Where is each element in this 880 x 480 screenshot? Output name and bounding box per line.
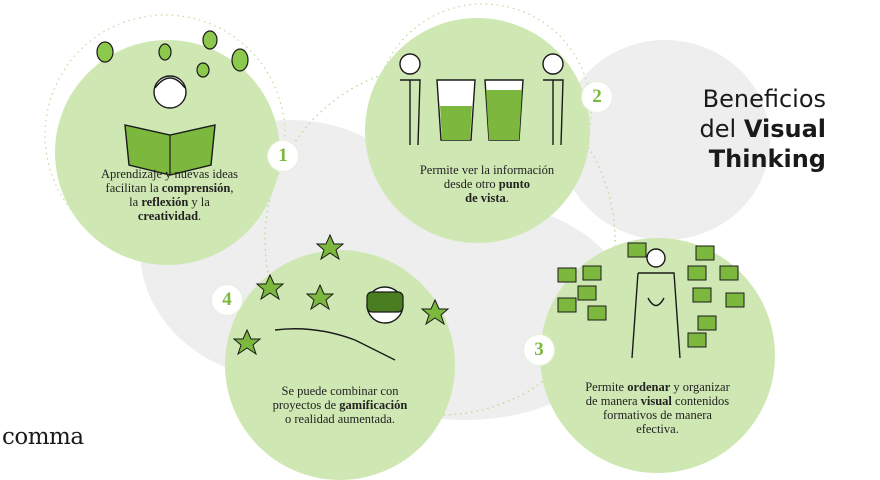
body-text: o realidad aumentada.	[284, 412, 396, 426]
emphasis-text: visual	[640, 394, 672, 408]
step-3-text-line: efectiva.	[555, 422, 760, 436]
body-text: formativos de manera	[603, 408, 712, 422]
body-text: .	[198, 209, 202, 223]
body-text: .	[505, 191, 509, 205]
step-2-text-line: Permite ver la información	[392, 163, 582, 177]
title-line-2-prefix: del	[699, 115, 744, 143]
body-text: Aprendizaje y nuevas ideas	[100, 167, 239, 181]
person-reading-book-lightbulbs-icon	[96, 30, 249, 176]
step-3-text-line: formativos de manera	[555, 408, 760, 422]
body-text: y organizar	[670, 380, 730, 394]
step-3-text-line: Permite ordenar y organizar	[555, 380, 760, 394]
body-text: la	[129, 195, 142, 209]
step-2-text-line: desde otro punto	[392, 177, 582, 191]
emphasis-text: comprensión	[161, 181, 231, 195]
body-text: Permite	[585, 380, 628, 394]
step-1-text-line: creatividad.	[72, 209, 267, 223]
person-vr-headset-stars-icon	[232, 233, 450, 361]
title-line-2-bold: Visual	[743, 115, 826, 143]
body-text: efectiva.	[636, 422, 679, 436]
step-4-text-line: o realidad aumentada.	[245, 412, 435, 426]
step-3-number: 3	[524, 335, 554, 365]
emphasis-text: punto	[498, 177, 531, 191]
step-4-number: 4	[212, 285, 242, 315]
person-sticky-notes-board-icon	[557, 242, 745, 359]
emphasis-text: creatividad	[137, 209, 199, 223]
body-text: Permite ver la información	[419, 163, 555, 177]
emphasis-text: ordenar	[627, 380, 671, 394]
step-3-text-line: de manera visual contenidos	[555, 394, 760, 408]
emphasis-text: de vista	[465, 191, 506, 205]
body-text: desde otro	[443, 177, 499, 191]
step-2-text-line: de vista.	[392, 191, 582, 205]
step-1-text-line: facilitan la comprensión,	[72, 181, 267, 195]
body-text: ,	[230, 181, 234, 195]
body-text: y la	[188, 195, 210, 209]
background-blob	[560, 40, 770, 240]
title-line-1: Beneficios	[702, 85, 826, 113]
emphasis-text: gamificación	[339, 398, 408, 412]
step-4-text-line: Se puede combinar con	[245, 384, 435, 398]
step-4-text-line: proyectos de gamificación	[245, 398, 435, 412]
title-line-3: Thinking	[708, 145, 826, 173]
two-people-two-glasses-icon	[399, 53, 564, 146]
title-line-2: del Visual	[700, 114, 826, 144]
body-text: de manera	[585, 394, 641, 408]
emphasis-text: reflexión	[141, 195, 189, 209]
page-title: Beneficios del Visual Thinking	[700, 84, 826, 174]
step-2-number: 2	[582, 82, 612, 112]
body-text: proyectos de	[272, 398, 340, 412]
body-text: facilitan la	[105, 181, 162, 195]
brand-logo: comma	[2, 424, 84, 450]
body-text: contenidos	[671, 394, 730, 408]
step-1-text-line: Aprendizaje y nuevas ideas	[72, 167, 267, 181]
step-1-text-line: la reflexión y la	[72, 195, 267, 209]
body-text: Se puede combinar con	[281, 384, 399, 398]
step-1-number: 1	[268, 141, 298, 171]
